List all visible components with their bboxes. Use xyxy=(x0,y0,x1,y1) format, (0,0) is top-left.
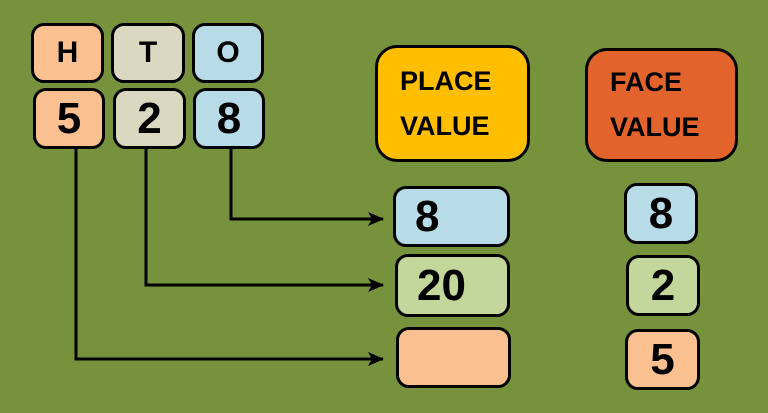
place-value-ones: 8 xyxy=(415,191,440,241)
tens-digit-box: 2 xyxy=(113,88,186,149)
tens-header-label: T xyxy=(138,36,158,69)
arrow-ones-to-place-value xyxy=(229,149,384,226)
hundreds-header-box: H xyxy=(31,23,104,83)
place-value-result-hundreds xyxy=(396,327,511,388)
arrow-hundreds-to-place-value xyxy=(74,149,384,366)
place-value-heading-line2: VALUE xyxy=(400,110,490,141)
face-value-heading-box: FACE VALUE xyxy=(585,48,738,162)
face-value-tens: 2 xyxy=(650,260,676,310)
hundreds-header-label: H xyxy=(56,36,79,69)
tens-header-box: T xyxy=(111,23,185,83)
ones-header-box: O xyxy=(192,23,264,83)
face-value-heading-line2: VALUE xyxy=(610,112,700,142)
face-value-result-ones: 8 xyxy=(624,183,698,244)
face-value-ones: 8 xyxy=(648,188,674,238)
ones-digit: 8 xyxy=(216,93,242,143)
face-value-result-tens: 2 xyxy=(626,255,700,316)
place-value-result-tens: 20 xyxy=(395,254,510,317)
place-value-heading-box: PLACE VALUE xyxy=(375,45,530,162)
place-value-result-ones: 8 xyxy=(393,186,510,247)
tens-digit: 2 xyxy=(137,93,162,143)
ones-header-label: O xyxy=(216,36,240,69)
hundreds-digit-box: 5 xyxy=(33,88,105,149)
face-value-heading-line1: FACE xyxy=(610,67,683,97)
ones-digit-box: 8 xyxy=(193,88,265,149)
face-value-result-hundreds: 5 xyxy=(625,329,700,390)
arrow-tens-to-place-value xyxy=(144,149,384,292)
place-value-tens: 20 xyxy=(417,260,466,310)
face-value-hundreds: 5 xyxy=(650,334,675,384)
place-value-heading-line1: PLACE xyxy=(400,65,492,96)
hundreds-digit: 5 xyxy=(56,93,82,143)
